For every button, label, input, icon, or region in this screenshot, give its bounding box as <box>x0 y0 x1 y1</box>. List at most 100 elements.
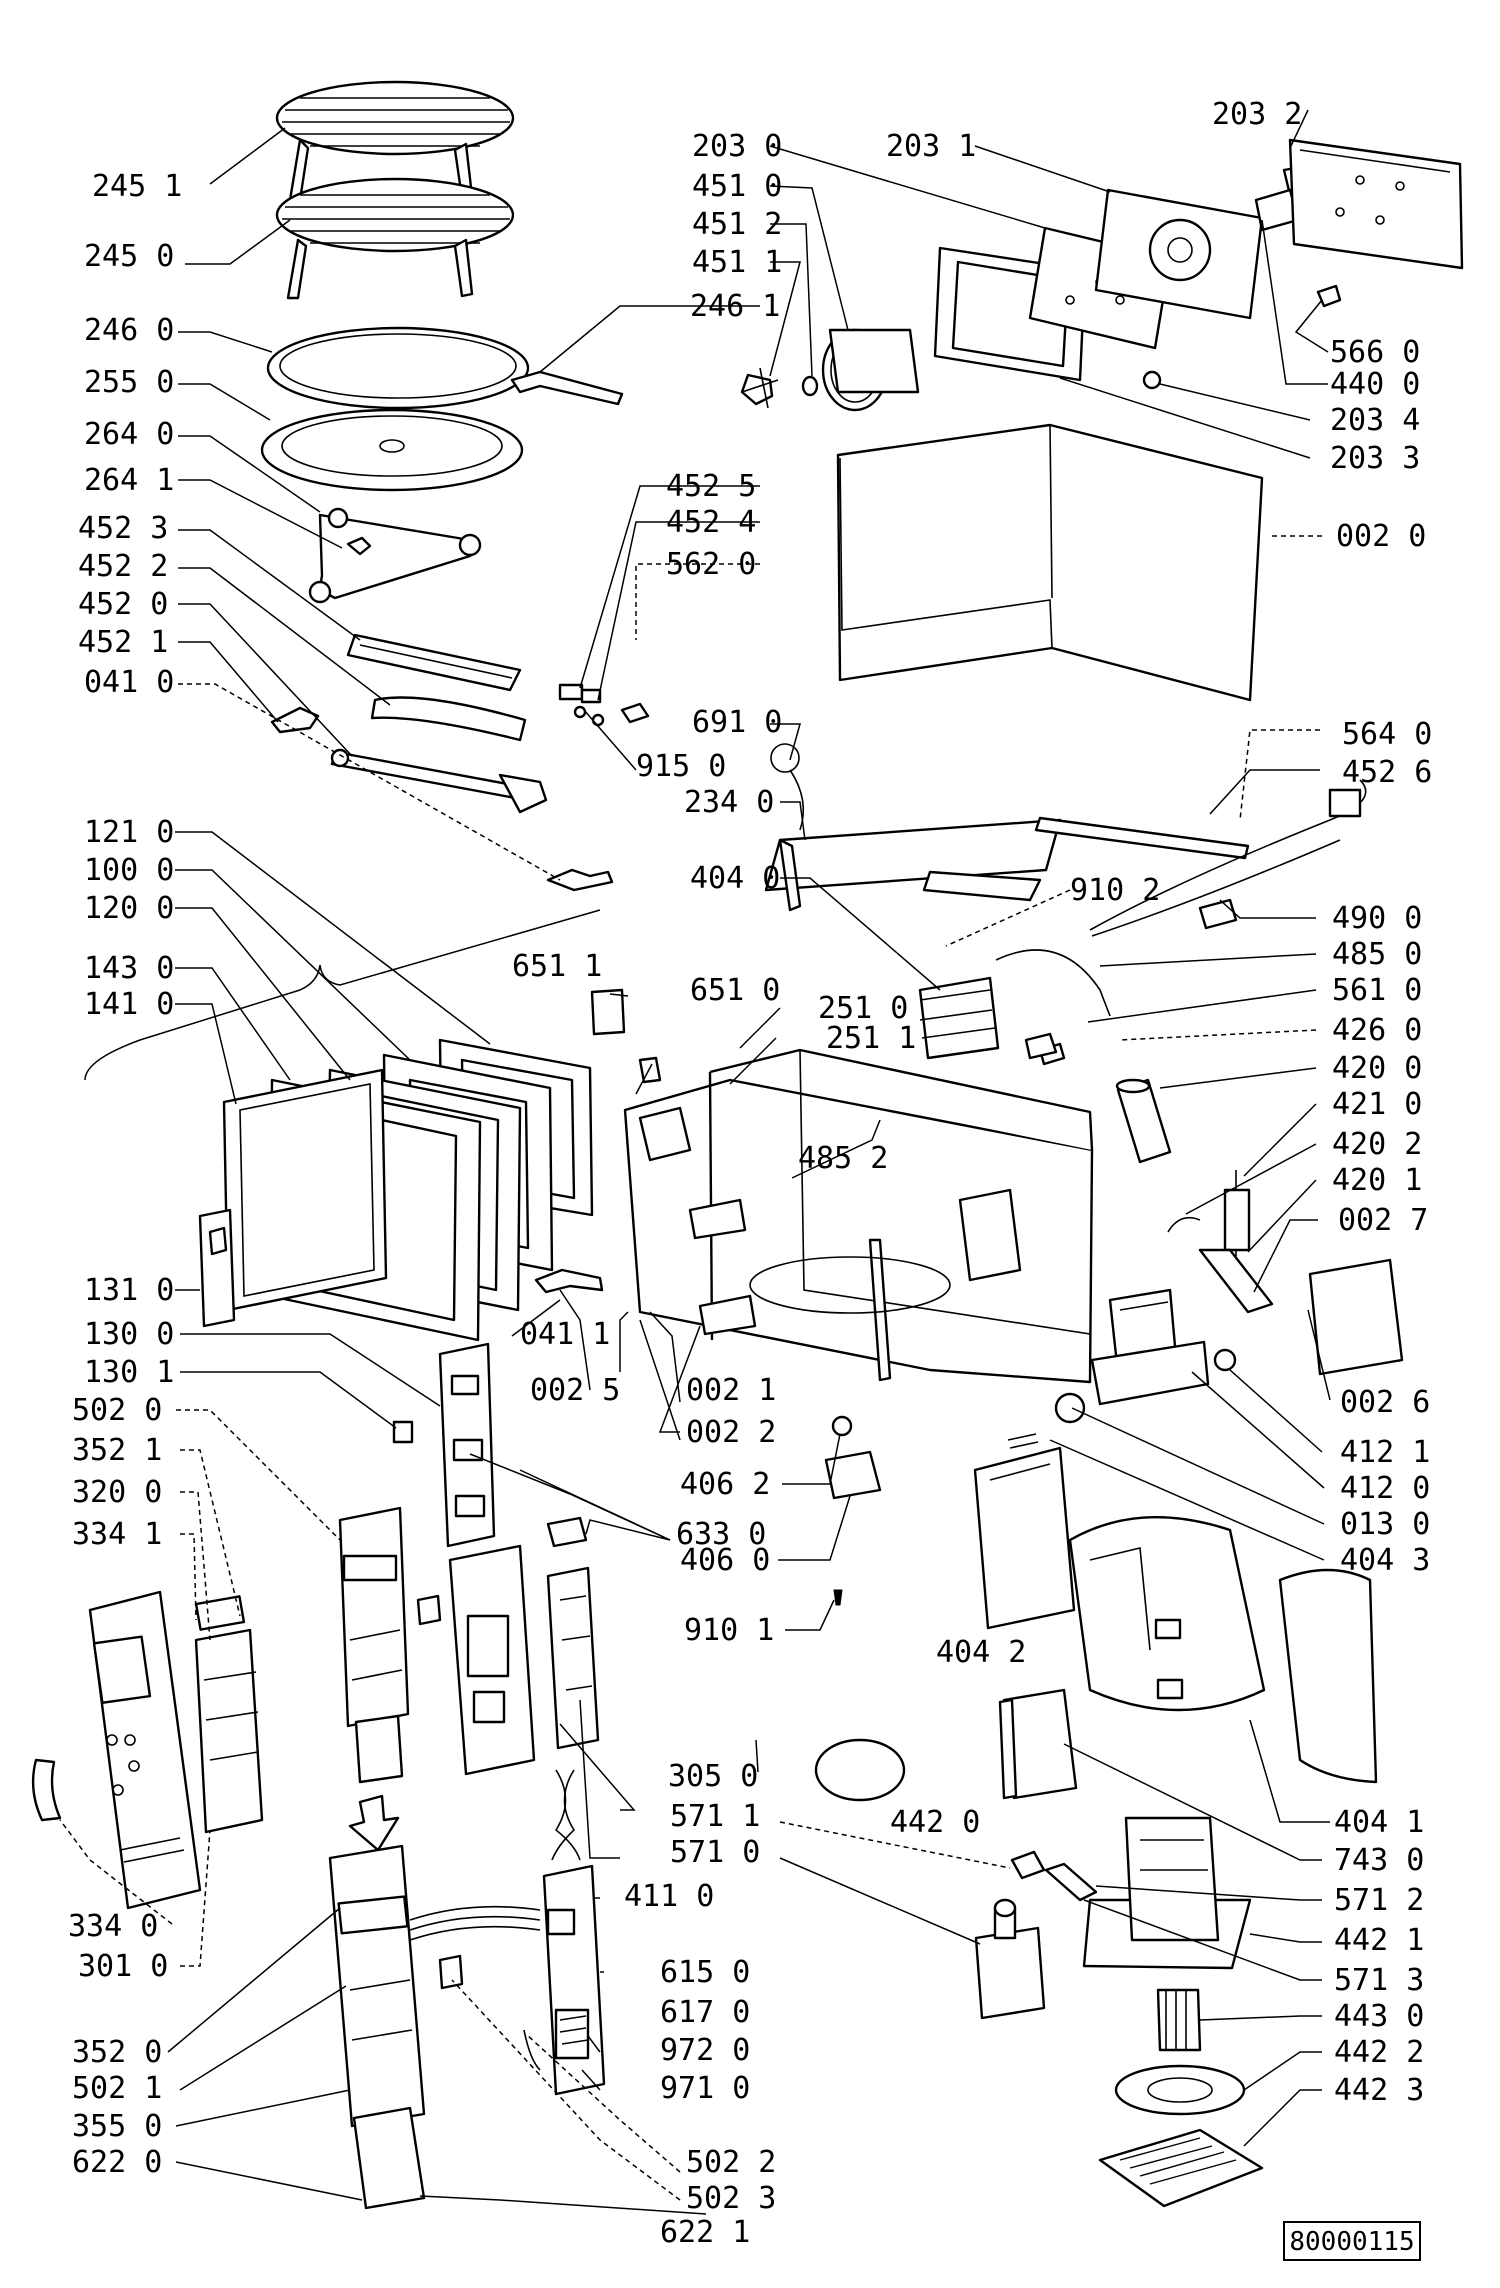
fuse-426 <box>1024 1032 1058 1060</box>
callout-622-1: 622 1 <box>660 2215 750 2250</box>
callout-915-0: 915 0 <box>636 749 726 784</box>
screen-404-3 <box>1007 1433 1039 1449</box>
callout-334-1: 334 1 <box>72 1517 162 1552</box>
grill-reflector <box>346 633 522 692</box>
display-pcb-320 <box>194 1628 264 1834</box>
fan-washer <box>801 375 819 397</box>
callout-041-0: 041 0 <box>84 665 174 700</box>
callout-203-1: 203 1 <box>886 129 976 164</box>
callout-452-6: 452 6 <box>1342 755 1432 790</box>
callout-452-5: 452 5 <box>666 469 756 504</box>
magnetron-support <box>764 818 1062 912</box>
callout-561-0: 561 0 <box>1332 973 1422 1008</box>
door-group-brace <box>84 909 601 1081</box>
fan-motor-bracket <box>1094 188 1264 320</box>
callout-443-0: 443 0 <box>1334 1999 1424 2034</box>
micro-switch-633 <box>546 1516 588 1548</box>
cover-disc-442-0 <box>814 1738 906 1802</box>
grill-shield <box>370 696 527 742</box>
ring-442-2 <box>1114 2064 1246 2116</box>
callout-451-1: 451 1 <box>692 245 782 280</box>
callout-651-1: 651 1 <box>512 949 602 984</box>
callout-404-0: 404 0 <box>690 861 780 896</box>
assembly-arrow-left <box>348 1794 400 1852</box>
callout-571-3: 571 3 <box>1334 1963 1424 1998</box>
document-number-box: 80000115 <box>1283 2221 1421 2261</box>
crisp-plate <box>266 326 530 410</box>
assembly-arrow-right <box>551 1769 581 1861</box>
callout-485-0: 485 0 <box>1332 937 1422 972</box>
callout-971-0: 971 0 <box>660 2071 750 2106</box>
callout-002-1: 002 1 <box>686 1373 776 1408</box>
callout-564-0: 564 0 <box>1342 717 1432 752</box>
callout-404-2: 404 2 <box>936 1635 1026 1670</box>
callout-251-0: 251 0 <box>818 991 908 1026</box>
callout-002-0: 002 0 <box>1336 519 1426 554</box>
callout-203-2: 203 2 <box>1212 97 1302 132</box>
callout-130-1: 130 1 <box>84 1355 174 1390</box>
callout-002-6: 002 6 <box>1340 1385 1430 1420</box>
leader-lines <box>59 109 1331 2215</box>
control-pcb-502-0 <box>338 1506 410 1728</box>
callout-301-0: 301 0 <box>78 1949 168 1984</box>
callout-labels: 245 1 245 0 246 0 255 0 264 0 264 1 452 … <box>68 97 1432 2250</box>
callout-002-2: 002 2 <box>686 1415 776 1450</box>
wire-502-2 <box>523 2029 541 2071</box>
callout-246-1: 246 1 <box>690 289 780 324</box>
callout-352-0: 352 0 <box>72 2035 162 2070</box>
air-guide-404-2 <box>973 1446 1076 1630</box>
callout-502-3: 502 3 <box>686 2181 776 2216</box>
callout-420-1: 420 1 <box>1332 1163 1422 1198</box>
fan-nut <box>1142 370 1162 390</box>
grill-terminals <box>558 683 650 727</box>
callout-442-3: 442 3 <box>1334 2073 1424 2108</box>
switch-knob-406-2 <box>831 1415 853 1437</box>
callout-404-1: 404 1 <box>1334 1805 1424 1840</box>
callout-452-4: 452 4 <box>666 505 756 540</box>
callout-452-0: 452 0 <box>78 587 168 622</box>
cabinet-outer <box>836 423 1264 702</box>
callout-571-2: 571 2 <box>1334 1883 1424 1918</box>
callout-352-1: 352 1 <box>72 1433 162 1468</box>
callout-255-0: 255 0 <box>84 365 174 400</box>
rear-cover-plate <box>1288 138 1464 270</box>
latch-651-0 <box>638 1056 662 1084</box>
control-pcb-502-1 <box>328 1844 426 2128</box>
grill-rack-upper <box>275 80 515 202</box>
callout-421-0: 421 0 <box>1332 1087 1422 1122</box>
callout-130-0: 130 0 <box>84 1317 174 1352</box>
callout-420-0: 420 0 <box>1332 1051 1422 1086</box>
callout-411-0: 411 0 <box>624 1879 714 1914</box>
control-front-panel <box>88 1590 202 1910</box>
callout-571-1: 571 1 <box>670 1799 760 1834</box>
callout-451-0: 451 0 <box>692 169 782 204</box>
shield-plate-622-0 <box>352 2106 426 2210</box>
thermostat-566 <box>1316 284 1342 308</box>
fan-cowl-404-1 <box>1278 1568 1378 1784</box>
relay-pcb-411 <box>542 1864 606 2096</box>
switch-406-0 <box>824 1450 882 1500</box>
callout-404-3: 404 3 <box>1340 1543 1430 1578</box>
grill-clip <box>546 868 614 892</box>
callout-246-0: 246 0 <box>84 313 174 348</box>
callout-203-3: 203 3 <box>1330 441 1420 476</box>
fan-bracket-ring <box>821 328 920 412</box>
hv-diode <box>1223 1170 1251 1270</box>
callout-452-1: 452 1 <box>78 625 168 660</box>
power-cord-and-plug <box>1034 779 1367 937</box>
callout-691-0: 691 0 <box>692 705 782 740</box>
cavity-brackets <box>688 1198 757 1336</box>
callout-571-0: 571 0 <box>670 1835 760 1870</box>
callout-264-1: 264 1 <box>84 463 174 498</box>
grill-rack-lower <box>275 177 515 300</box>
callout-234-0: 234 0 <box>684 785 774 820</box>
callout-440-0: 440 0 <box>1330 367 1420 402</box>
callout-502-0: 502 0 <box>72 1393 162 1428</box>
side-panel-002-7 <box>1308 1258 1404 1376</box>
interlock-switch-571-0 <box>974 1898 1046 2020</box>
hinge-651-1 <box>590 988 626 1036</box>
document-number: 80000115 <box>1289 2227 1414 2257</box>
callout-406-0: 406 0 <box>680 1543 770 1578</box>
connector-pad <box>416 1594 442 1626</box>
